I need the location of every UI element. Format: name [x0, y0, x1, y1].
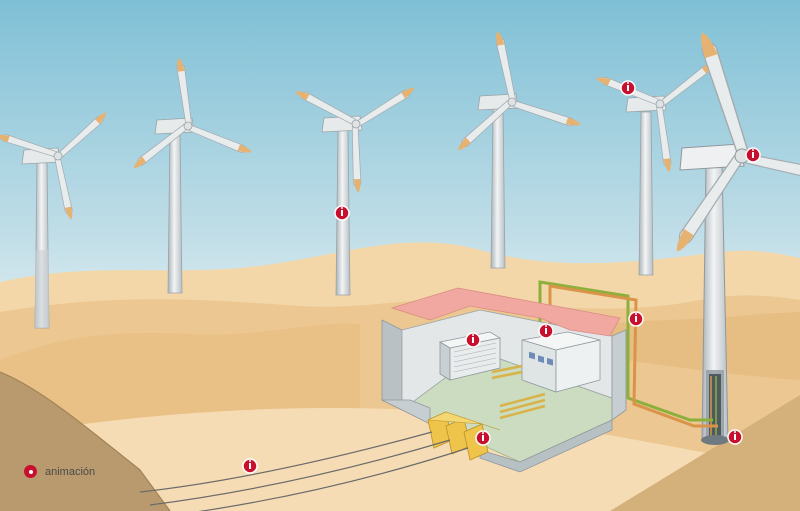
cut-ground-left [0, 372, 170, 511]
outgoing-power-line [139, 431, 469, 511]
hotspot-control-room-info-icon[interactable] [538, 323, 554, 339]
legend: animación [24, 465, 95, 478]
legend-label: animación [45, 465, 96, 478]
hotspot-nacelle-near-info-icon[interactable] [745, 147, 761, 163]
hotspot-tower-base-info-icon[interactable] [727, 429, 743, 445]
wind-turbine-2 [130, 57, 253, 294]
control-cabinet [521, 331, 601, 393]
hotspot-nacelle-distant-info-icon[interactable] [620, 80, 636, 96]
animation-dot-icon [24, 465, 37, 478]
hotspot-tower-info-icon[interactable] [334, 205, 350, 221]
cut-ground-edge [0, 371, 171, 511]
cut-ground-right [610, 395, 800, 511]
hotspot-transformer-info-icon[interactable] [465, 332, 481, 348]
wind-turbine-4 [454, 30, 582, 269]
transformer-unit [438, 331, 502, 381]
foreground-plain [40, 407, 800, 511]
internal-busbars [491, 364, 546, 420]
hotspot-cable-junction-info-icon[interactable] [628, 311, 644, 327]
wind-turbine-5 [595, 59, 718, 276]
wind-turbine-1 [0, 110, 110, 329]
hotspot-switchgear-info-icon[interactable] [475, 430, 491, 446]
power-cables [538, 280, 718, 428]
wind-turbine-6 [670, 29, 800, 445]
hotspot-power-line-info-icon[interactable] [242, 458, 258, 474]
dune-shade-right [560, 312, 800, 380]
